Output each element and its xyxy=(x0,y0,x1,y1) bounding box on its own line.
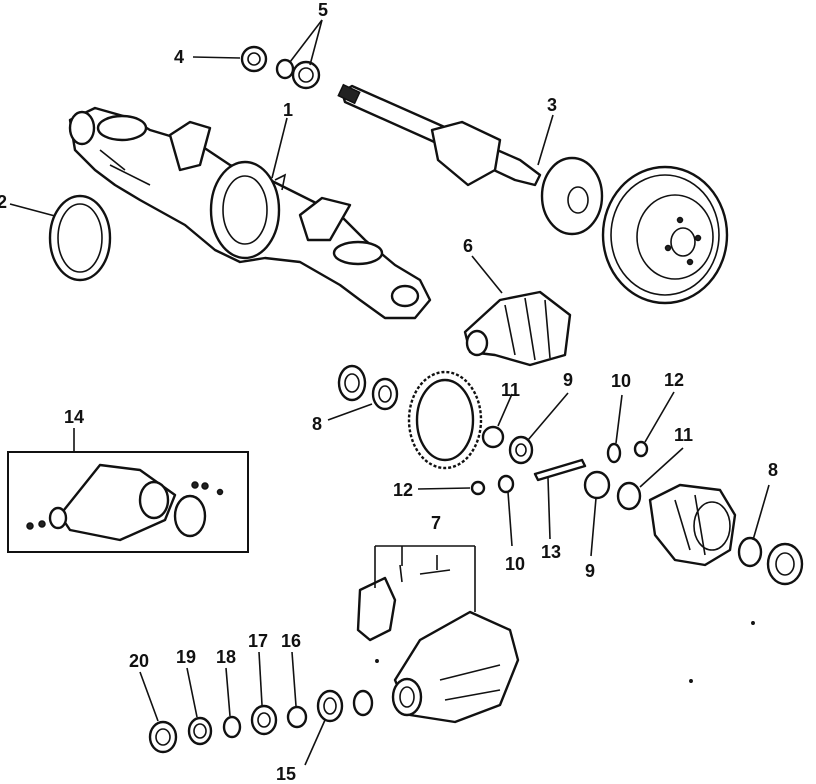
thrust-washer-part-10-lower xyxy=(497,474,515,494)
bearing-part-8-right xyxy=(737,536,804,586)
callout-labels: 1 2 3 4 5 6 7 8 8 9 9 10 10 11 11 12 12 … xyxy=(0,0,778,784)
label-13: 13 xyxy=(541,542,561,562)
label-18: 18 xyxy=(216,647,236,667)
ring-gear xyxy=(407,370,483,470)
side-gear-part-11-left xyxy=(481,425,505,449)
label-10-lower: 10 xyxy=(505,554,525,574)
side-gear-part-9-upper xyxy=(508,435,534,465)
label-16: 16 xyxy=(281,631,301,651)
bearing-part-8-left xyxy=(337,364,399,411)
thrust-washer-part-10-upper xyxy=(606,442,622,464)
label-12-upper: 12 xyxy=(664,370,684,390)
spacer-part-16 xyxy=(286,705,308,729)
side-gear-part-11-right xyxy=(616,481,642,511)
label-8-right: 8 xyxy=(768,460,778,480)
pinion-shaft-part-13 xyxy=(533,458,587,482)
brake-drum xyxy=(601,165,729,305)
label-5: 5 xyxy=(318,0,328,20)
label-6: 6 xyxy=(463,236,473,256)
label-8-left: 8 xyxy=(312,414,322,434)
bearing-cap-part-7 xyxy=(356,564,451,642)
scan-speck xyxy=(375,659,379,663)
differential-carrier xyxy=(463,290,572,367)
axle-shaft xyxy=(337,83,604,236)
washer-part-12-upper xyxy=(633,440,649,458)
bearing-part-17 xyxy=(250,704,278,736)
label-2: 2 xyxy=(0,192,7,212)
flange-part-20 xyxy=(148,720,178,754)
label-17: 17 xyxy=(248,631,268,651)
scan-speck xyxy=(751,621,755,625)
label-9-upper: 9 xyxy=(563,370,573,390)
differential-case xyxy=(648,483,737,567)
label-1: 1 xyxy=(283,100,293,120)
label-11-right: 11 xyxy=(674,425,693,445)
label-11-left: 11 xyxy=(501,380,520,400)
pinion-gear-part-9-lower xyxy=(583,470,611,500)
label-4: 4 xyxy=(174,47,184,67)
washer-part-12-lower xyxy=(470,480,486,496)
pinion-bearing-part-15 xyxy=(316,689,374,723)
bearings-part-5 xyxy=(275,58,321,90)
label-9-lower: 9 xyxy=(585,561,595,581)
cover-gasket xyxy=(48,194,112,282)
inset-box-part-14 xyxy=(7,451,249,553)
label-12-lower: 12 xyxy=(393,480,413,500)
scan-speck xyxy=(689,679,693,683)
label-3: 3 xyxy=(547,95,557,115)
carrier-housing xyxy=(391,610,520,724)
label-10-upper: 10 xyxy=(611,371,631,391)
label-19: 19 xyxy=(176,647,196,667)
washer-part-18 xyxy=(222,715,242,739)
leader-lines xyxy=(9,19,770,766)
label-7: 7 xyxy=(431,513,441,533)
seal-part-4 xyxy=(240,45,268,73)
axle-housing xyxy=(68,106,432,320)
label-15: 15 xyxy=(276,764,296,784)
label-20: 20 xyxy=(129,651,149,671)
seal-part-19 xyxy=(187,716,213,746)
label-14: 14 xyxy=(64,407,84,427)
